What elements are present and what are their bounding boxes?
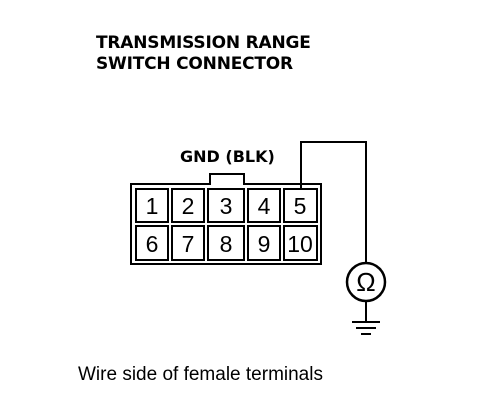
pin-cavity-9 (247, 225, 281, 261)
gnd-label: GND (BLK) (180, 147, 275, 166)
connector-body (130, 173, 322, 265)
pin-cavity-7 (171, 225, 205, 261)
test-lead-wire (300, 141, 367, 262)
pin-label-10: 10 (287, 231, 313, 257)
pin-label-6: 6 (146, 231, 159, 257)
pin-label-3: 3 (220, 193, 233, 219)
pin-label-1: 1 (146, 193, 159, 219)
caption: Wire side of female terminals (78, 364, 323, 385)
pin-cavity-3 (207, 188, 245, 223)
pin-cavity-10 (283, 225, 318, 261)
pin-label-9: 9 (258, 231, 271, 257)
pin-cavity-6 (135, 225, 169, 261)
title-line-1: TRANSMISSION RANGE (96, 33, 311, 53)
pin-cavity-1 (135, 188, 169, 223)
pin-cavity-2 (171, 188, 205, 223)
pin-label-8: 8 (220, 231, 233, 257)
pin-label-2: 2 (182, 193, 195, 219)
pin-numbers: 1 2 3 4 5 6 7 8 9 10 (146, 193, 313, 257)
pin-label-5: 5 (294, 193, 307, 219)
title-line-2: SWITCH CONNECTOR (96, 54, 293, 74)
ohm-symbol: Ω (356, 267, 375, 297)
ground-icon (352, 301, 380, 335)
connector-outline (130, 173, 322, 265)
pin-label-4: 4 (258, 193, 271, 219)
pin-label-7: 7 (182, 231, 195, 257)
pin-cavity-8 (207, 225, 245, 261)
pin-cavity-4 (247, 188, 281, 223)
diagram-title: TRANSMISSION RANGE SWITCH CONNECTOR (96, 33, 311, 75)
